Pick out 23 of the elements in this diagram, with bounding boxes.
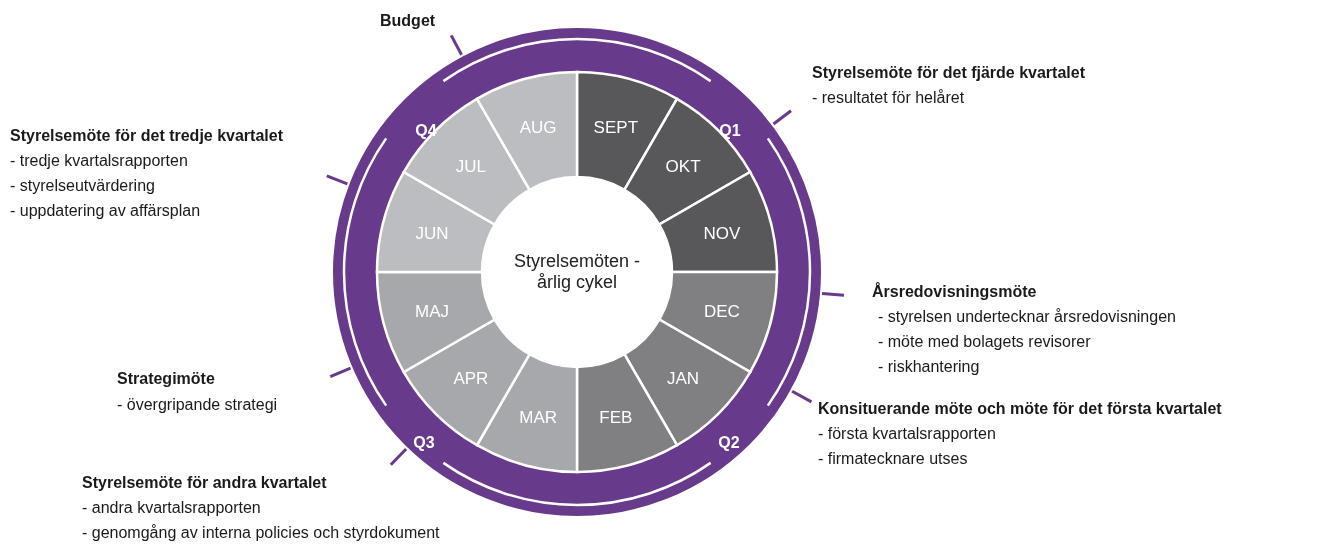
- quarter-label: Q1: [719, 122, 741, 140]
- meeting-heading: Styrelsemöte för det fjärde kvartalet: [812, 64, 1085, 82]
- bullet-item: - firmatecknare utses: [818, 450, 968, 468]
- meeting-heading: Årsredovisningsmöte: [872, 283, 1037, 301]
- meeting-heading: Strategimöte: [117, 370, 215, 388]
- bullet-item: - andra kvartalsrapporten: [82, 499, 261, 517]
- bullet-item: - första kvartalsrapporten: [818, 425, 996, 443]
- bullet-item: - möte med bolagets revisorer: [878, 333, 1091, 351]
- meeting-heading: Budget: [380, 12, 436, 30]
- bullet-item: - styrelseutvärdering: [10, 177, 155, 195]
- bullet-item: - övergripande strategi: [117, 396, 278, 414]
- quarter-label: Q4: [415, 122, 437, 140]
- bullet-item: - uppdatering av affärsplan: [10, 202, 201, 220]
- bullet-item: - styrelsen undertecknar årsredovisningen: [878, 308, 1176, 326]
- quarter-label: Q2: [718, 434, 740, 452]
- bullet-item: - resultatet för helåret: [812, 89, 965, 107]
- meeting-heading: Styrelsemöte för det tredje kvartalet: [10, 127, 283, 145]
- quarter-label: Q3: [413, 434, 435, 452]
- bullet-item: - genomgång av interna policies och styrdokument: [82, 524, 440, 542]
- meeting-heading: Konsituerande möte och möte för det första kvartalet: [818, 400, 1222, 418]
- meeting-heading: Styrelsemöte för andra kvartalet: [82, 474, 327, 492]
- bullet-item: - riskhantering: [878, 358, 980, 376]
- bullet-item: - tredje kvartalsrapporten: [10, 152, 188, 170]
